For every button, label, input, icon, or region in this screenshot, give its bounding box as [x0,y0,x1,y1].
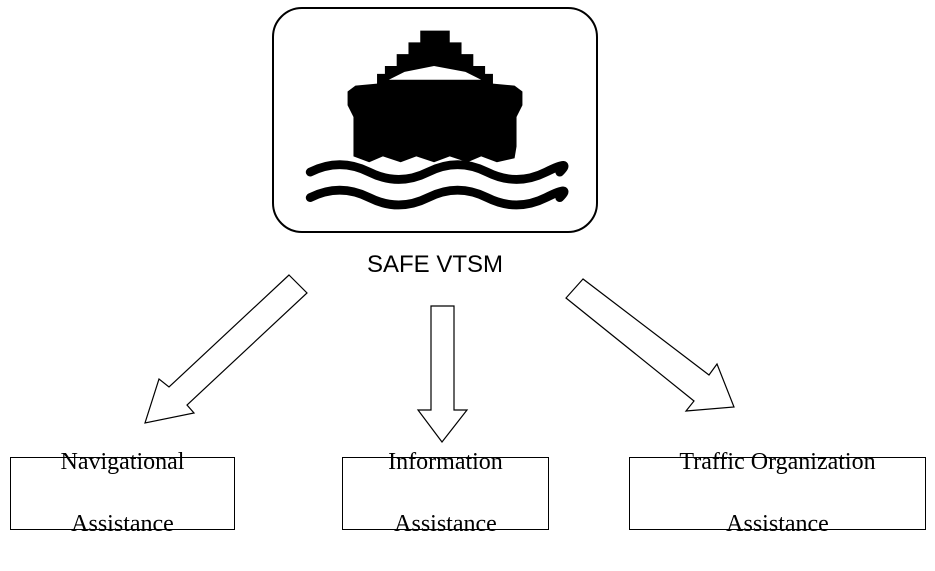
navigational-assistance-box: Navigational Assistance [10,449,235,537]
navigational-line1: Navigational [60,449,185,475]
information-line2: Assistance [394,511,497,537]
arrow-to-information [416,305,469,443]
traffic-organization-assistance-box: Traffic Organization Assistance [629,449,926,537]
traffic-line1: Traffic Organization [679,449,876,475]
arrow-to-traffic [565,278,735,412]
ship-on-waves-icon [305,30,569,210]
navigational-line2: Assistance [71,511,174,537]
information-line1: Information [388,449,503,475]
arrows-layer [144,274,735,443]
arrow-to-navigational [144,274,308,424]
ship-icon-box [272,7,598,233]
diagram-canvas: SAFE VTSM Navigational Assistance Inform… [10,7,926,537]
traffic-line2: Assistance [726,511,829,537]
system-label: SAFE VTSM [366,251,504,278]
information-assistance-box: Information Assistance [342,449,549,537]
